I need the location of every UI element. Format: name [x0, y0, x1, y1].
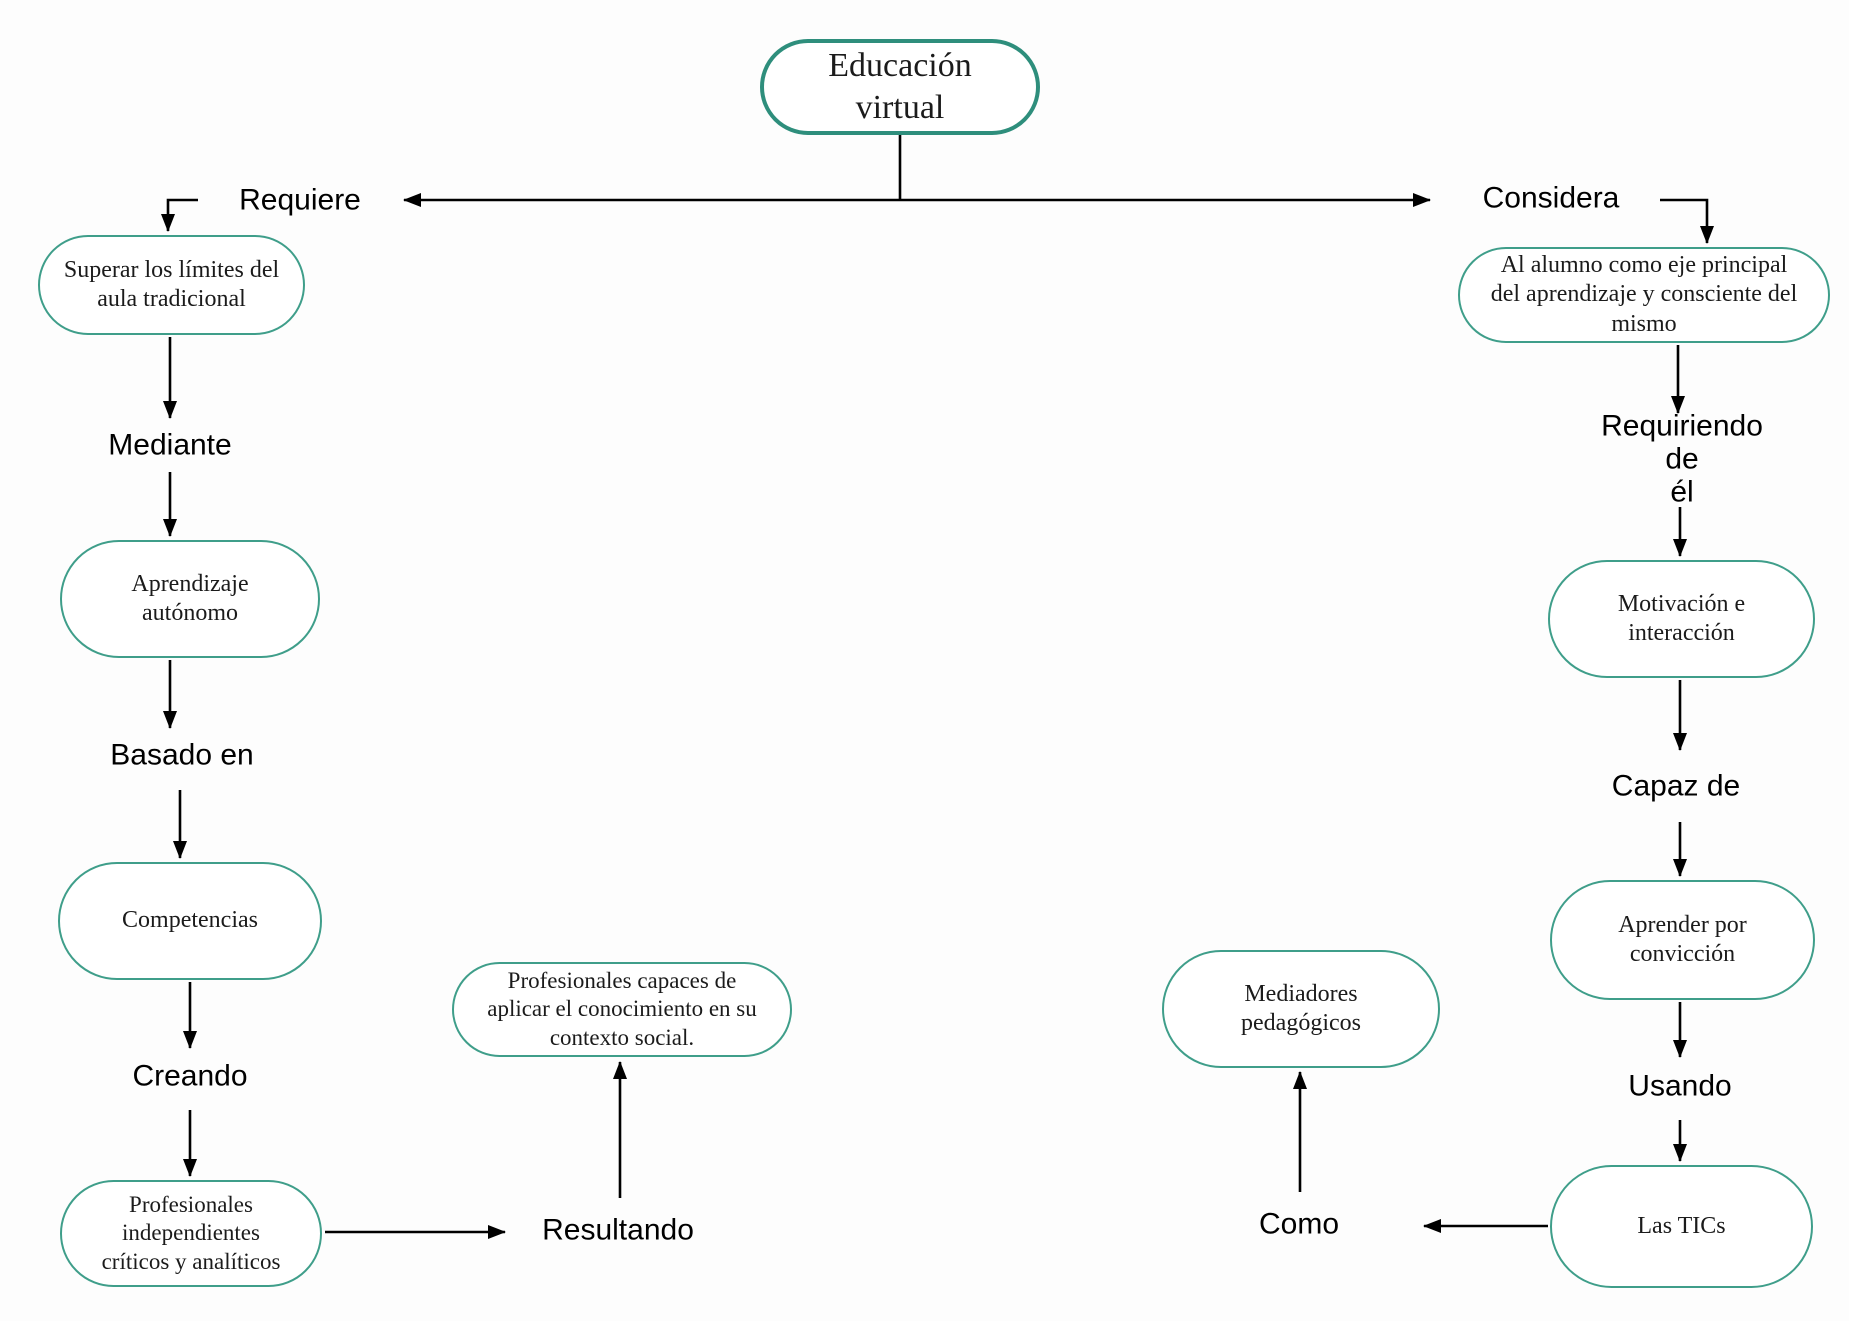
node-aprender-conviccion: Aprender por convicción	[1550, 880, 1815, 1000]
node-competencias: Competencias	[58, 862, 322, 980]
label-requiere: Requiere	[239, 183, 361, 217]
label-mediante: Mediante	[108, 428, 232, 462]
label-basado-en: Basado en	[110, 738, 254, 772]
label-usando: Usando	[1628, 1069, 1732, 1103]
edge-considera-alalumno	[1660, 198, 1714, 244]
node-las-tics: Las TICs	[1550, 1165, 1813, 1288]
node-profesionales-independientes: Profesionales independientes críticos y …	[60, 1180, 322, 1287]
node-motivacion-interaccion: Motivación e interacción	[1548, 560, 1815, 678]
label-como: Como	[1258, 1207, 1340, 1241]
node-aprendizaje-autonomo: Aprendizaje autónomo	[60, 540, 320, 658]
label-requiriendo-de-el: Requiriendo de él	[1601, 409, 1763, 509]
label-considera: Considera	[1482, 181, 1620, 215]
label-creando: Creando	[132, 1059, 248, 1093]
node-profesionales-capaces: Profesionales capaces de aplicar el cono…	[452, 962, 792, 1057]
label-resultando: Resultando	[542, 1213, 694, 1247]
node-al-alumno: Al alumno como eje principal del aprendi…	[1458, 247, 1830, 343]
label-capaz-de: Capaz de	[1611, 769, 1741, 803]
node-mediadores-pedagogicos: Mediadores pedagógicos	[1162, 950, 1440, 1068]
node-educacion-virtual: Educación virtual	[760, 39, 1040, 135]
node-superar-limites: Superar los límites del aula tradicional	[38, 235, 305, 335]
edge-requiere-superar	[161, 198, 198, 232]
